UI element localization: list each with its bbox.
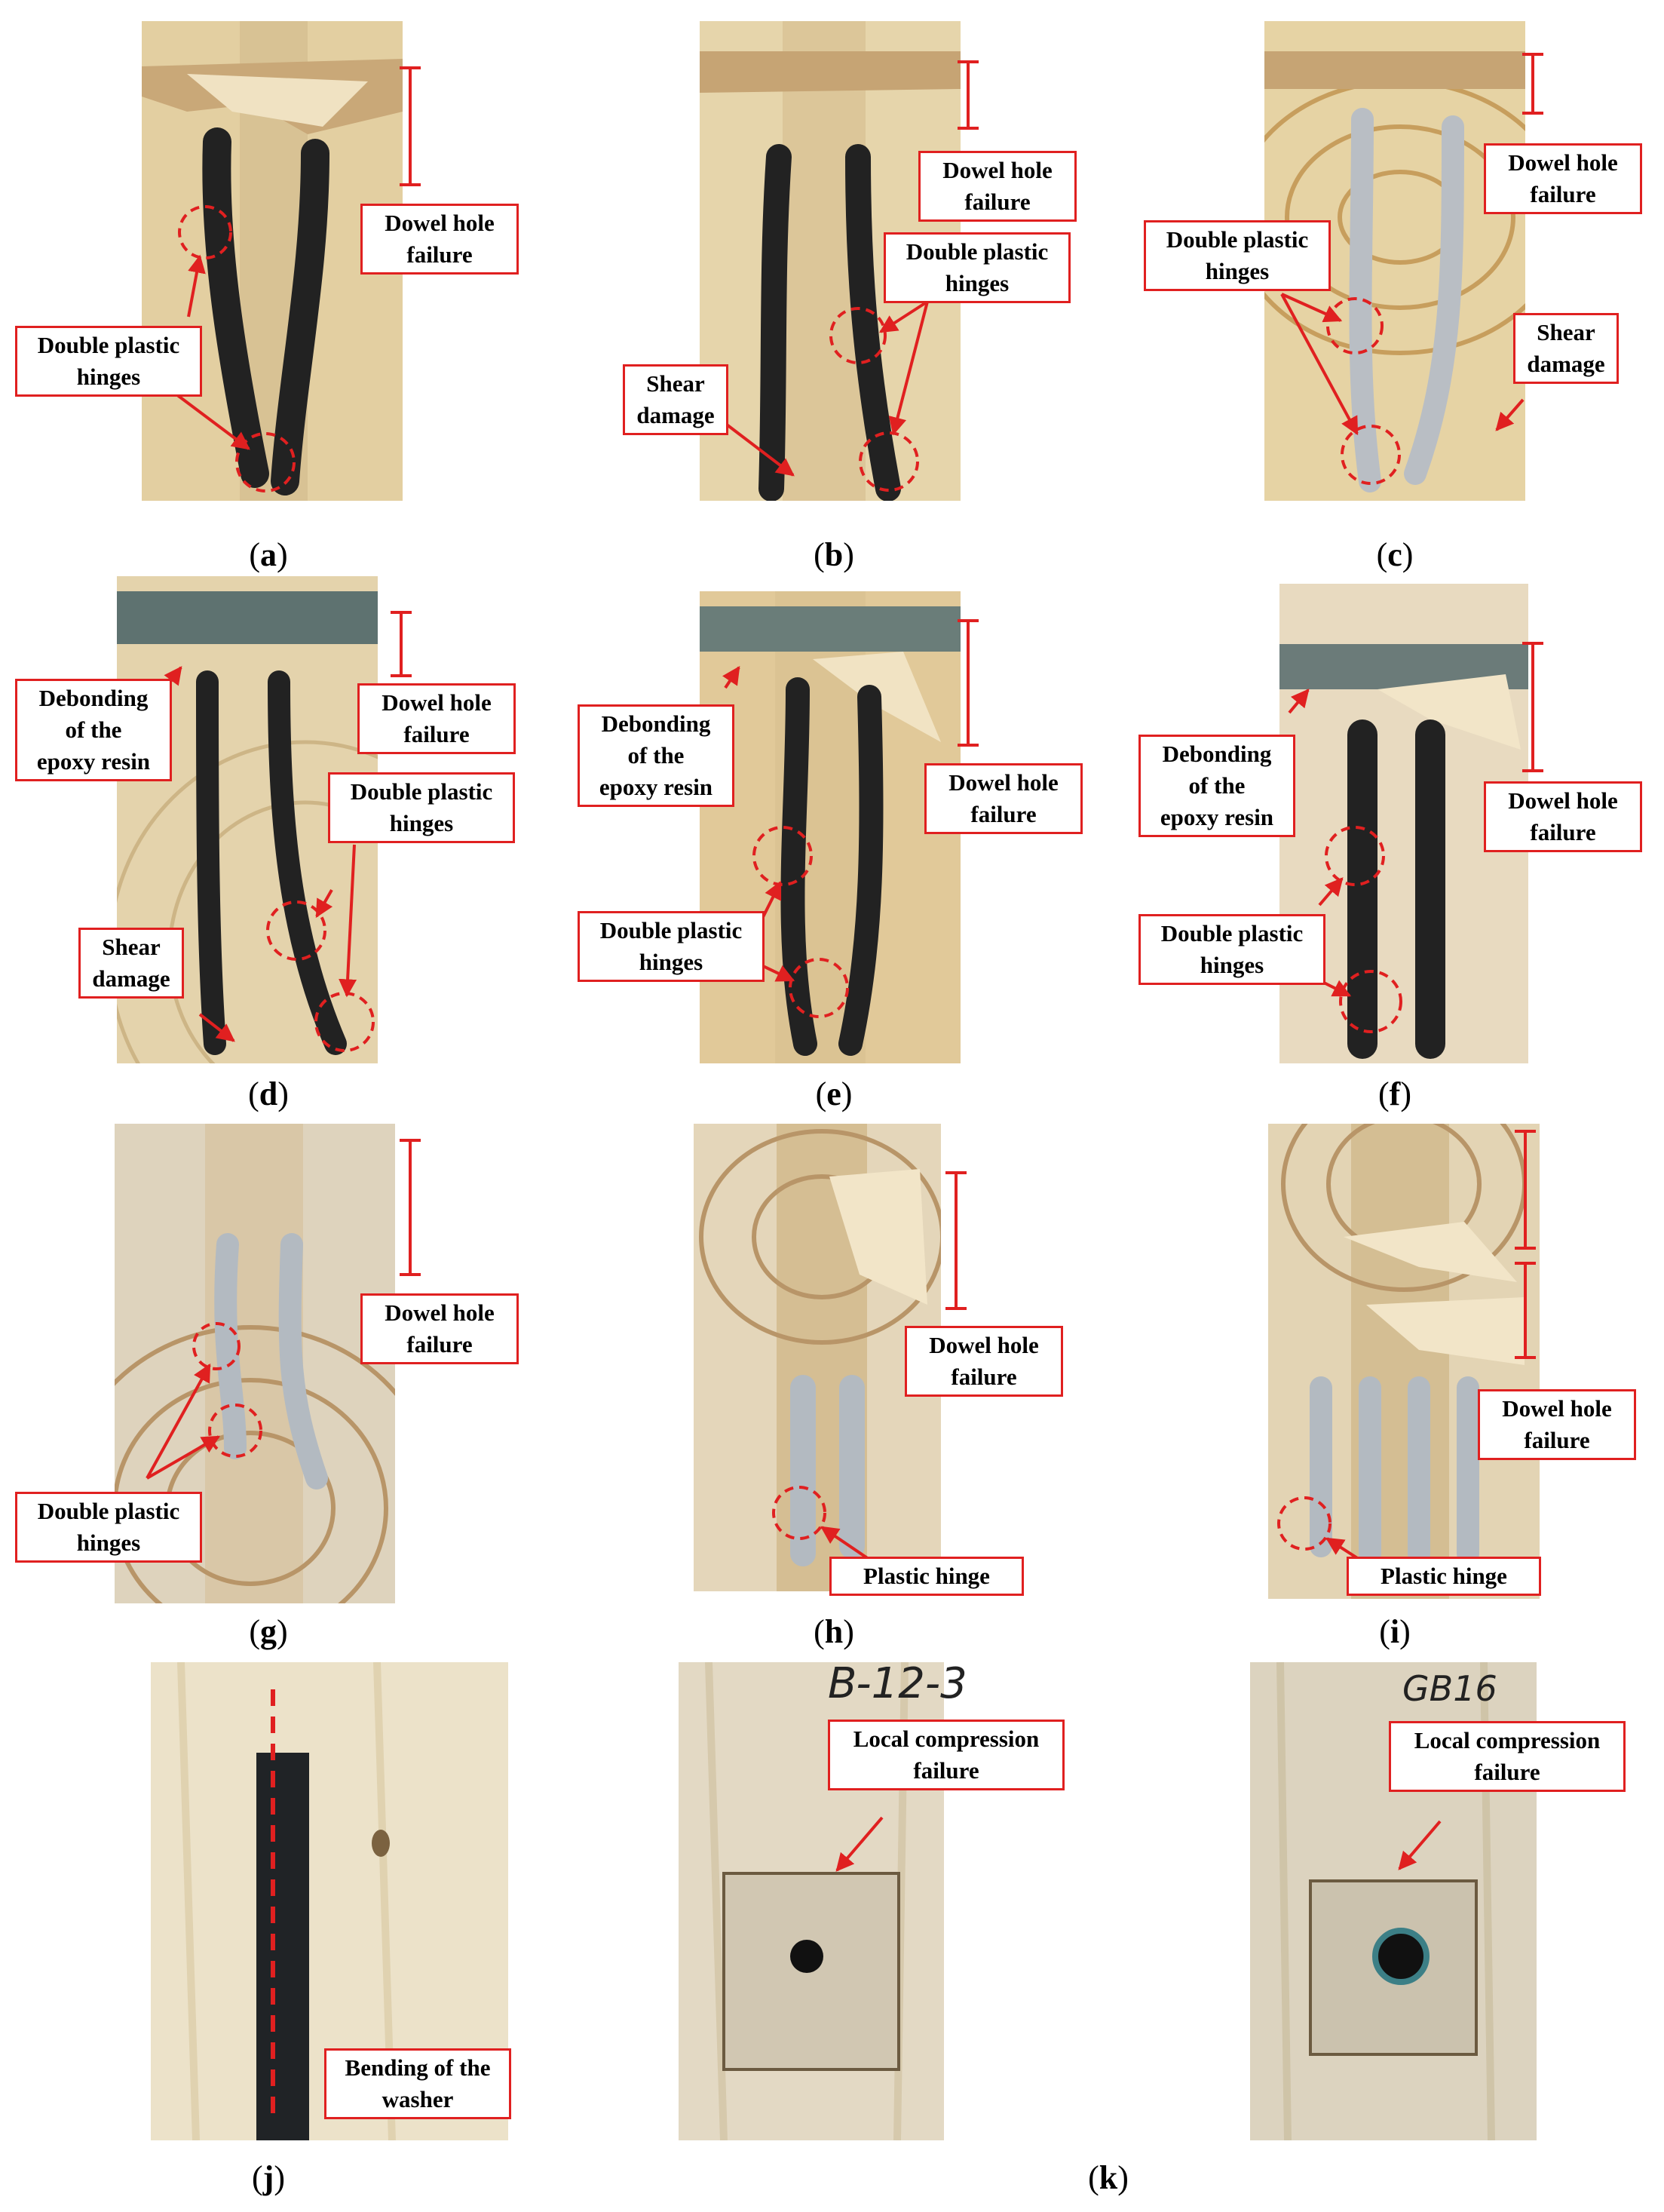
caption-a: (a) — [249, 536, 288, 573]
label-debonding-epoxy-d: Debonding of the epoxy resin — [15, 679, 172, 781]
caption-b: (b) — [814, 536, 854, 573]
label-double-plastic-hinges-c: Double plastic hinges — [1144, 220, 1331, 291]
label-double-plastic-hinges-d: Double plastic hinges — [328, 772, 515, 843]
label-dowel-hole-failure-i: Dowel hole failure — [1478, 1389, 1636, 1460]
handwriting-specimen-right: GB16 — [1402, 1668, 1497, 1709]
label-local-compression-k-right: Local compression failure — [1389, 1721, 1626, 1792]
photo-panel-e — [700, 591, 961, 1063]
label-shear-damage-b: Shear damage — [623, 364, 728, 435]
caption-h: (h) — [814, 1613, 854, 1650]
photo-panel-i — [1268, 1124, 1540, 1599]
caption-c: (c) — [1376, 536, 1414, 573]
caption-g: (g) — [249, 1613, 288, 1650]
label-double-plastic-hinges-f: Double plastic hinges — [1138, 914, 1325, 985]
caption-f: (f) — [1378, 1075, 1411, 1112]
label-dowel-hole-failure-c: Dowel hole failure — [1484, 143, 1642, 214]
photo-panel-h — [694, 1124, 941, 1591]
label-shear-damage-c: Shear damage — [1513, 313, 1619, 384]
label-double-plastic-hinges-g: Double plastic hinges — [15, 1492, 202, 1563]
caption-j: (j) — [252, 2159, 285, 2196]
label-shear-damage-d: Shear damage — [78, 928, 184, 999]
label-debonding-epoxy-f: Debonding of the epoxy resin — [1138, 735, 1295, 837]
label-double-plastic-hinges-a: Double plastic hinges — [15, 326, 202, 397]
handwriting-specimen-left: B-12-3 — [828, 1659, 967, 1708]
caption-d: (d) — [248, 1075, 289, 1112]
label-plastic-hinge-i: Plastic hinge — [1347, 1557, 1541, 1596]
label-bending-washer-j: Bending of the washer — [324, 2048, 511, 2119]
caption-i: (i) — [1379, 1613, 1411, 1650]
label-double-plastic-hinges-b: Double plastic hinges — [884, 232, 1071, 303]
label-dowel-hole-failure-b: Dowel hole failure — [918, 151, 1077, 222]
label-dowel-hole-failure-e: Dowel hole failure — [924, 763, 1083, 834]
label-dowel-hole-failure-h: Dowel hole failure — [905, 1326, 1063, 1397]
caption-k: (k) — [1088, 2159, 1129, 2196]
label-debonding-epoxy-e: Debonding of the epoxy resin — [578, 704, 734, 807]
photo-panel-k-left — [679, 1662, 944, 2140]
caption-e: (e) — [815, 1075, 853, 1112]
photo-panel-g — [115, 1124, 395, 1603]
label-plastic-hinge-h: Plastic hinge — [829, 1557, 1024, 1596]
label-double-plastic-hinges-e: Double plastic hinges — [578, 911, 765, 982]
label-dowel-hole-failure-a: Dowel hole failure — [360, 204, 519, 275]
label-local-compression-k-left: Local compression failure — [828, 1720, 1065, 1790]
label-dowel-hole-failure-d: Dowel hole failure — [357, 683, 516, 754]
label-dowel-hole-failure-f: Dowel hole failure — [1484, 781, 1642, 852]
label-dowel-hole-failure-g: Dowel hole failure — [360, 1293, 519, 1364]
